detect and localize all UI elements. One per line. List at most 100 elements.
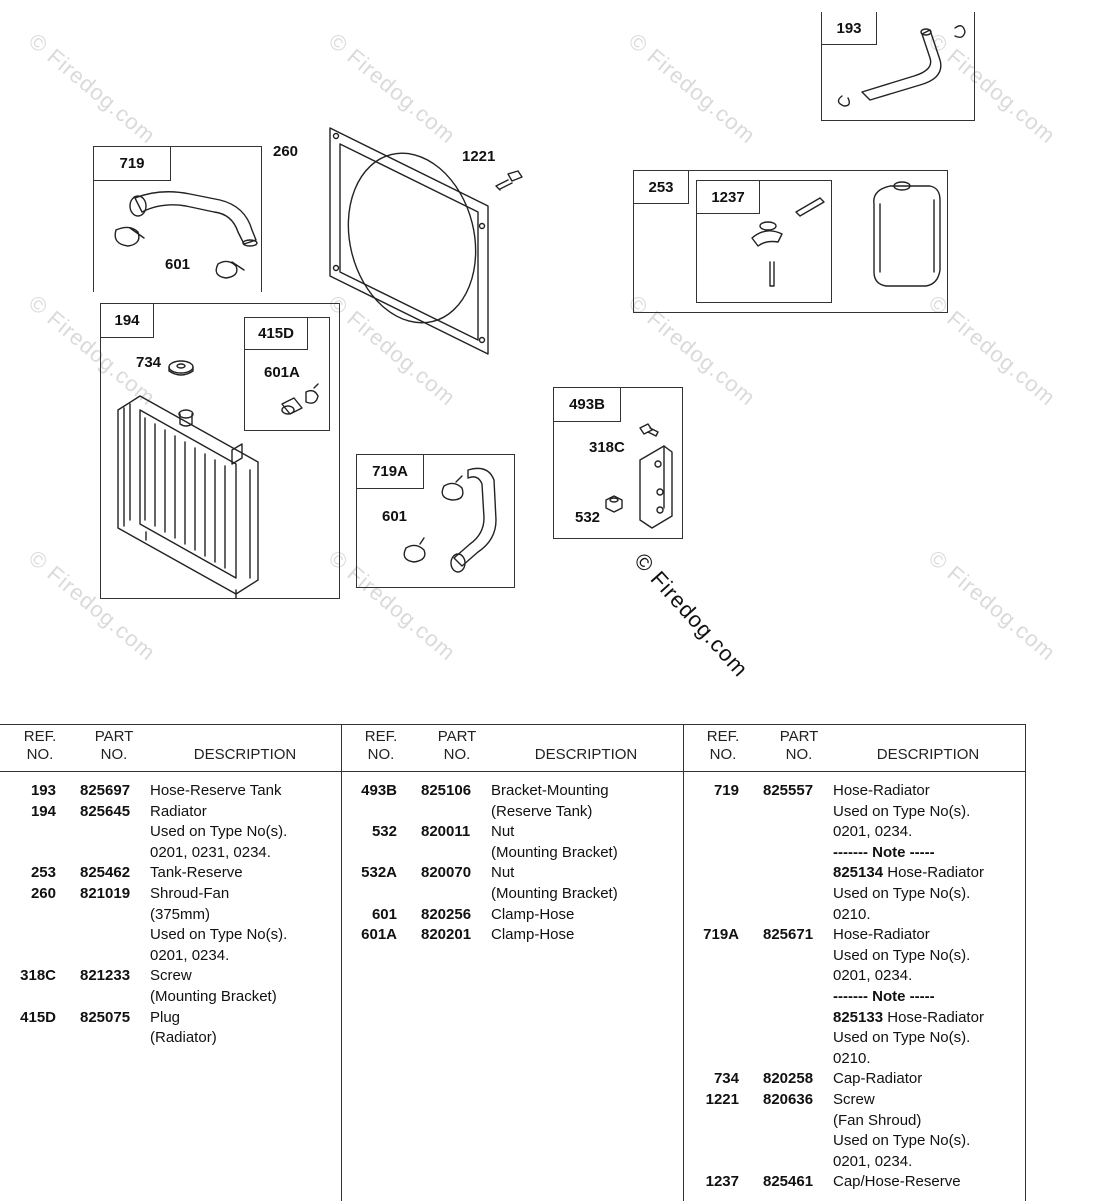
ref-no: 1221: [705, 1090, 739, 1108]
description: Tank-Reserve: [150, 864, 243, 882]
header-desc: DESCRIPTION: [876, 746, 980, 763]
bracket-493B-drawing: [605, 423, 673, 529]
description: Plug: [150, 1008, 181, 1026]
description: Used on Type No(s).: [833, 946, 971, 964]
table-row: (Mounting Bracket): [341, 884, 683, 905]
description: 0201, 0234.: [150, 946, 230, 964]
part-box-719A: 719A: [356, 454, 515, 588]
hose-719-drawing: [114, 191, 258, 279]
table-row: 0201, 0234.: [683, 822, 1025, 843]
description: Hose-Radiator: [833, 926, 930, 944]
note-part-no: 825133: [833, 1008, 884, 1026]
fan-shroud-drawing: [329, 127, 489, 355]
description: Hose-Radiator: [833, 782, 930, 799]
callout-532: 532: [575, 509, 601, 526]
description: Clamp-Hose: [491, 926, 575, 944]
header-ref: REF. NO.: [20, 728, 60, 764]
callout-601: 601: [165, 256, 191, 273]
header-part-line1: PART: [437, 728, 477, 745]
ref-tag: 193: [822, 12, 877, 45]
parts-line-art: [114, 25, 966, 599]
ref-tag: 493B: [554, 388, 621, 422]
header-part-line2: NO.: [785, 746, 813, 763]
table-row: Used on Type No(s).: [0, 925, 341, 946]
part-box-493B: 493B: [553, 387, 683, 539]
description: Nut: [491, 823, 515, 841]
description: Shroud-Fan: [150, 884, 230, 902]
table-row: 825133 Hose-Radiator: [683, 1008, 1025, 1029]
table-row: Used on Type No(s).: [683, 802, 1025, 823]
part-box-719: 719: [93, 146, 262, 292]
note-description: Hose-Radiator: [883, 1008, 984, 1026]
part-no: 820256: [421, 905, 472, 923]
reserve-tank-drawing: [873, 181, 941, 287]
parts-diagram: © Firedog.com © Firedog.com © Firedog.co…: [24, 12, 1061, 682]
table-row: (375mm): [0, 905, 341, 926]
description: ------- Note -----: [833, 987, 935, 1005]
table-row: (Mounting Bracket): [341, 843, 683, 864]
ref-no: 493B: [361, 782, 397, 799]
screw-1221-drawing: [495, 170, 523, 191]
table-row: 0201, 0234.: [683, 966, 1025, 987]
part-box-193: 193: [821, 12, 975, 121]
header-part-line2: NO.: [443, 746, 471, 763]
ref-tag: 194: [101, 304, 154, 338]
table-row: 0210.: [683, 1049, 1025, 1070]
table-row: Used on Type No(s).: [683, 1028, 1025, 1049]
table-row: (Radiator): [0, 1028, 341, 1049]
description: Nut: [491, 864, 515, 882]
part-no: 820070: [421, 864, 472, 882]
description: Used on Type No(s).: [833, 1132, 971, 1150]
callout-318C: 318C: [589, 439, 625, 456]
header-ref-line2: NO.: [26, 746, 54, 763]
table-row: 1221 820636 Screw: [683, 1090, 1025, 1111]
part-no: 825106: [421, 782, 472, 799]
table-row: Used on Type No(s).: [683, 946, 1025, 967]
part-no: 825697: [80, 782, 131, 799]
part-no: 825075: [80, 1008, 131, 1026]
part-no: 820201: [421, 926, 472, 944]
part-box-415D: 415D: [244, 317, 330, 431]
description: (Mounting Bracket): [491, 843, 618, 861]
description: Clamp-Hose: [491, 905, 575, 923]
ref-tag: 719A: [357, 455, 424, 489]
header-ref-line1: REF.: [364, 728, 398, 745]
part-no: 820636: [763, 1090, 814, 1108]
header-part-line1: PART: [779, 728, 819, 745]
part-no: 820258: [763, 1070, 814, 1088]
description: 0201, 0234.: [833, 967, 913, 985]
description: (375mm): [150, 905, 211, 923]
header-part: PART NO.: [773, 728, 825, 764]
table-row: (Fan Shroud): [683, 1111, 1025, 1132]
description: Cap/Hose-Reserve: [833, 1173, 961, 1191]
table-row: Used on Type No(s).: [683, 1131, 1025, 1152]
ref-no: 253: [30, 864, 56, 882]
description: Used on Type No(s).: [833, 884, 971, 902]
description: Cap-Radiator: [833, 1070, 923, 1088]
ref-tag: 253: [634, 171, 689, 204]
header-ref: REF. NO.: [361, 728, 401, 764]
header-part-line1: PART: [94, 728, 134, 745]
header-desc: DESCRIPTION: [193, 746, 297, 763]
description: (Fan Shroud): [833, 1111, 922, 1129]
description: Screw: [833, 1090, 875, 1108]
part-no: 821233: [80, 967, 131, 985]
table-row: ------- Note -----: [683, 987, 1025, 1008]
header-ref: REF. NO.: [703, 728, 743, 764]
part-no: 825461: [763, 1173, 814, 1191]
hose-719A-drawing: [403, 467, 497, 573]
callout-601: 601: [382, 508, 408, 525]
description: Used on Type No(s).: [150, 823, 288, 841]
